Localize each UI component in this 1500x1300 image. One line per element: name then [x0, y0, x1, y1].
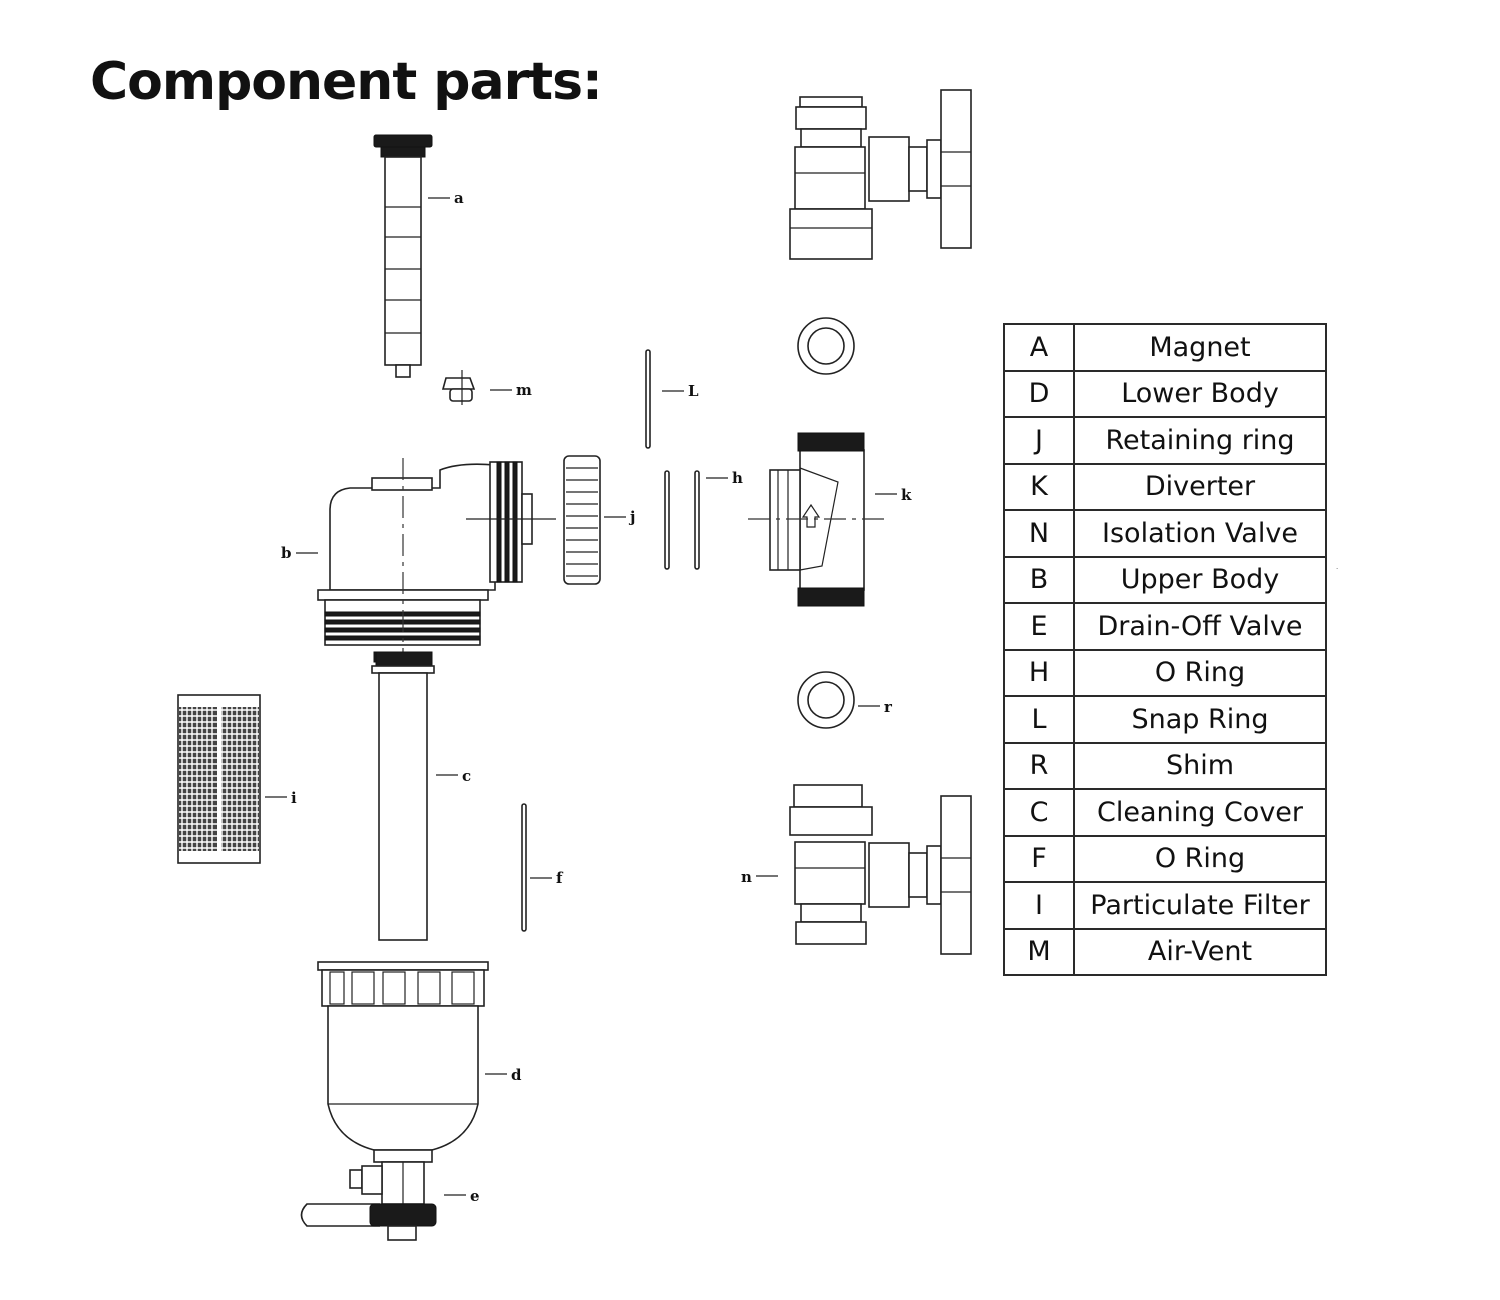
legend-part-name: Particulate Filter	[1073, 881, 1327, 930]
legend-part-name: Diverter	[1073, 462, 1327, 511]
legend-key: N	[1003, 509, 1075, 558]
legend-part-name: Air-Vent	[1073, 927, 1327, 976]
part-shim	[797, 671, 855, 729]
part-magnet	[373, 134, 433, 378]
legend-key: I	[1003, 881, 1075, 930]
part-isolation-valve-top	[789, 89, 972, 260]
callout-d: d	[511, 1066, 522, 1084]
part-diverter	[769, 432, 865, 607]
callout-j: j	[628, 508, 635, 526]
page-title: Component parts:	[90, 52, 603, 112]
legend-part-name: Snap Ring	[1073, 695, 1327, 744]
legend-key: B	[1003, 555, 1075, 604]
callout-f: f	[556, 869, 564, 887]
part-upper-body	[317, 461, 533, 663]
callout-m: m	[516, 381, 532, 399]
stray-dot: .	[1336, 562, 1338, 571]
part-particulate-filter	[177, 694, 261, 864]
legend-part-name: Shim	[1073, 741, 1327, 790]
legend-part-name: Upper Body	[1073, 555, 1327, 604]
part-lower-body	[317, 961, 489, 1151]
callout-k: k	[901, 486, 912, 504]
legend-key: K	[1003, 462, 1075, 511]
callout-a: a	[454, 189, 464, 207]
legend-part-name: Cleaning Cover	[1073, 788, 1327, 837]
legend-part-name: O Ring	[1073, 648, 1327, 697]
legend-key: L	[1003, 695, 1075, 744]
part-cleaning-cover	[371, 651, 435, 941]
legend-part-name: Lower Body	[1073, 369, 1327, 418]
legend-key: D	[1003, 369, 1075, 418]
part-retaining-ring	[563, 455, 601, 585]
part-air-vent	[441, 370, 476, 405]
legend-key: C	[1003, 788, 1075, 837]
legend-part-name: O Ring	[1073, 834, 1327, 883]
callout-i: i	[291, 789, 297, 807]
part-shim-top	[797, 317, 855, 375]
legend-part-name: Magnet	[1073, 323, 1327, 372]
part-o-ring-f	[521, 803, 527, 932]
callout-h: h	[732, 469, 743, 487]
legend-key: H	[1003, 648, 1075, 697]
callout-b: b	[281, 544, 292, 562]
legend-key: F	[1003, 834, 1075, 883]
callout-c: c	[462, 767, 471, 785]
legend-part-name: Drain-Off Valve	[1073, 602, 1327, 651]
legend-key: J	[1003, 416, 1075, 465]
callout-L: L	[688, 382, 699, 400]
legend-key: M	[1003, 927, 1075, 976]
part-drain-off-valve	[300, 1149, 437, 1241]
part-o-ring-h-1	[664, 470, 670, 570]
legend-key: R	[1003, 741, 1075, 790]
part-isolation-valve	[789, 784, 972, 955]
legend-part-name: Isolation Valve	[1073, 509, 1327, 558]
callout-r: r	[884, 698, 893, 716]
callout-n: n	[741, 868, 752, 886]
legend-part-name: Retaining ring	[1073, 416, 1327, 465]
legend-key: E	[1003, 602, 1075, 651]
part-snap-ring	[645, 349, 651, 449]
legend-key: A	[1003, 323, 1075, 372]
part-o-ring-h-2	[694, 470, 700, 570]
callout-e: e	[470, 1187, 480, 1205]
